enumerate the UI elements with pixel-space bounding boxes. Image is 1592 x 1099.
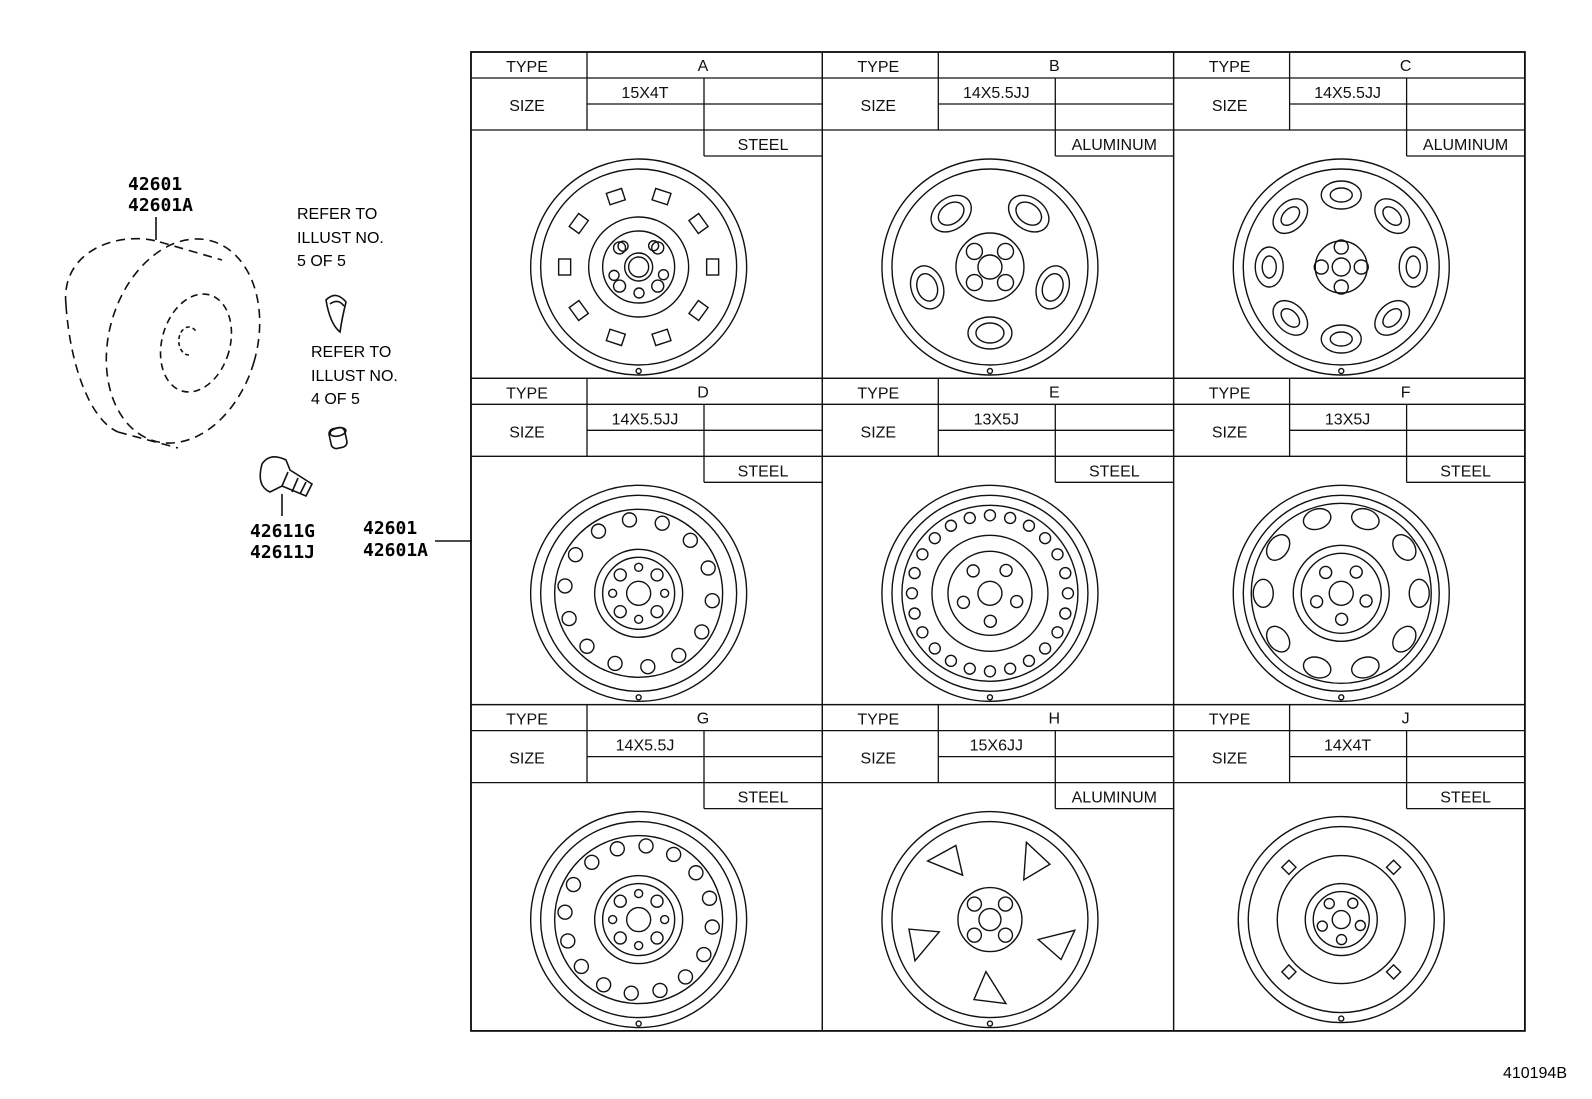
wheel-cell-d: TYPE D SIZE 14X5.5JJ STEEL — [470, 377, 823, 706]
wheel-cell-e: TYPE E SIZE 13X5J STEEL — [821, 377, 1175, 706]
part-number-wheel: 42601 — [128, 174, 182, 195]
wheel-material: STEEL — [738, 790, 789, 807]
wheel-cell-h: TYPE H SIZE 15X6JJ ALUMINUM — [821, 703, 1175, 1032]
wheel-material: STEEL — [1440, 463, 1491, 480]
type-label: TYPE — [857, 385, 899, 402]
wheel-size: 14X4T — [1324, 738, 1371, 755]
wheel-material: STEEL — [738, 463, 789, 480]
wheel-assembly-illustration — [64, 237, 261, 449]
wheel-type-code: A — [698, 58, 709, 75]
wheel-type-code: C — [1400, 58, 1412, 75]
wheel-size: 14X5.5JJ — [1314, 85, 1381, 102]
type-label: TYPE — [1209, 59, 1251, 76]
part-number-valve: 42611G — [250, 521, 315, 542]
wheel-size: 14X5.5JJ — [612, 411, 679, 428]
wheel-material: STEEL — [738, 137, 789, 154]
wheel-size: 15X4T — [621, 85, 668, 102]
size-label: SIZE — [509, 751, 545, 768]
wheel-size: 14X5.5JJ — [963, 85, 1030, 102]
wheel-cell-b: TYPE B SIZE 14X5.5JJ ALUMINUM — [821, 51, 1175, 379]
valve-stem-icon — [259, 456, 314, 498]
wheel-type-code: G — [697, 711, 709, 728]
wheel-material: STEEL — [1440, 790, 1491, 807]
size-label: SIZE — [509, 98, 545, 115]
valve-cap-icon — [328, 426, 348, 450]
wheel-size: 15X6JJ — [970, 738, 1023, 755]
exploded-parts-view — [64, 217, 472, 542]
part-number-valve-alt: 42611J — [250, 542, 315, 563]
table-border — [470, 51, 1526, 1032]
wheel-type-code: H — [1049, 711, 1061, 728]
type-label: TYPE — [506, 59, 548, 76]
type-label: TYPE — [857, 59, 899, 76]
wheel-cell-f: TYPE F SIZE 13X5J STEEL — [1172, 377, 1526, 706]
wheel-type-code: F — [1401, 384, 1411, 401]
wheel-cell-a: TYPE A SIZE 15X4T STEEL — [470, 51, 823, 379]
ref-text-1-line1: REFER TO — [297, 206, 377, 223]
type-label: TYPE — [506, 385, 548, 402]
type-label: TYPE — [1209, 712, 1251, 729]
ref-text-2-line2: ILLUST NO. — [311, 368, 398, 385]
type-label: TYPE — [506, 712, 548, 729]
wheel-size: 13X5J — [1325, 411, 1370, 428]
ref-text-1-line2: ILLUST NO. — [297, 230, 384, 247]
wheel-material: STEEL — [1089, 463, 1140, 480]
type-label: TYPE — [857, 712, 899, 729]
wheel-type-code: B — [1049, 58, 1060, 75]
size-label: SIZE — [861, 751, 897, 768]
size-label: SIZE — [509, 424, 545, 441]
wheel-cell-g: TYPE G SIZE 14X5.5J STEEL — [470, 703, 823, 1032]
wheel-type-code: E — [1049, 384, 1060, 401]
ref-text-2-line3: 4 OF 5 — [311, 391, 360, 408]
part-number-table: 42601 — [363, 518, 417, 539]
wheel-type-code: J — [1402, 711, 1410, 728]
wheel-material: ALUMINUM — [1072, 790, 1157, 807]
size-label: SIZE — [861, 98, 897, 115]
type-label: TYPE — [1209, 385, 1251, 402]
wheel-cell-j: TYPE J SIZE 14X4T STEEL — [1172, 703, 1526, 1032]
ref-text-2-line1: REFER TO — [311, 344, 391, 361]
size-label: SIZE — [1212, 98, 1248, 115]
wheel-cell-c: TYPE C SIZE 14X5.5JJ ALUMINUM — [1172, 51, 1526, 379]
ref-text-1-line3: 5 OF 5 — [297, 253, 346, 270]
part-number-wheel-alt: 42601A — [128, 195, 193, 216]
wheel-material: ALUMINUM — [1423, 137, 1508, 154]
balance-weight-icon — [325, 294, 347, 334]
wheel-size: 14X5.5J — [616, 738, 675, 755]
size-label: SIZE — [1212, 424, 1248, 441]
size-label: SIZE — [861, 424, 897, 441]
wheel-size: 13X5J — [974, 411, 1019, 428]
wheel-material: ALUMINUM — [1072, 137, 1157, 154]
part-number-table-alt: 42601A — [363, 540, 428, 561]
wheel-type-code: D — [697, 384, 709, 401]
figure-id: 410194B — [1503, 1065, 1567, 1082]
size-label: SIZE — [1212, 751, 1248, 768]
